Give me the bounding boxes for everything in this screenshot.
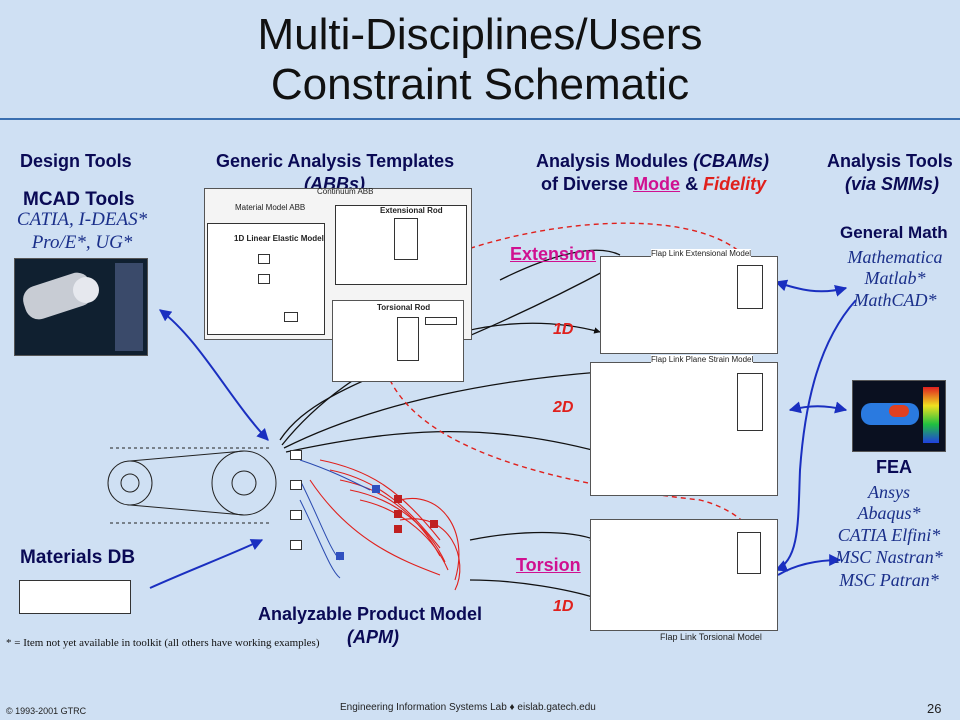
flap-plane-model: Flap Link Plane Strain Model xyxy=(590,355,778,496)
extension-label: Extension xyxy=(510,244,597,264)
generic-templates-header: Generic Analysis Templates xyxy=(216,151,455,171)
materials-apm-arrow xyxy=(149,539,264,589)
slide-title-line2: Constraint Schematic xyxy=(270,60,690,109)
torsion-label: Torsion xyxy=(516,555,581,575)
ext-math-arrow xyxy=(774,279,848,297)
flap-tors-model xyxy=(590,519,778,631)
via-smms-header: (via SMMs) xyxy=(845,174,940,194)
mcad-line1: CATIA, I-DEAS* xyxy=(16,209,148,230)
math-item-2: Matlab* xyxy=(864,268,926,288)
fea-heading: FEA xyxy=(876,457,912,477)
material-abb-label: Material Model ABB xyxy=(235,203,306,212)
math-item-1: Mathematica xyxy=(847,247,943,267)
mcad-heading: MCAD Tools xyxy=(23,189,135,210)
math-torsion-arrow xyxy=(774,299,857,572)
fidelity-1d-tors: 1D xyxy=(553,598,574,615)
flap-ext-model: Flap Link Extensional Model xyxy=(600,249,778,354)
cad-screenshot xyxy=(14,258,148,356)
torsional-rod-box: Torsional Rod xyxy=(332,300,464,382)
materials-db-box xyxy=(19,580,131,614)
title-divider xyxy=(0,118,960,120)
fea-item-2: Abaqus* xyxy=(857,503,921,523)
fea-item-3: CATIA Elfini* xyxy=(837,525,941,545)
fea-screenshot xyxy=(852,380,946,452)
footer-lab: Engineering Information Systems Lab ♦ ei… xyxy=(340,702,596,713)
apm-schematic xyxy=(290,440,470,590)
apm-heading: Analyzable Product Model xyxy=(258,604,483,624)
fea-torsion-arrow xyxy=(777,554,842,576)
flap-tors-label: Flap Link Torsional Model xyxy=(660,632,762,642)
fea-item-5: MSC Patran* xyxy=(839,570,939,590)
diverse-header: of Diverse Mode & Fidelity xyxy=(541,174,767,194)
continuum-abb-label: Continuum ABB xyxy=(317,187,374,196)
fea-item-1: Ansys xyxy=(868,482,910,502)
mcad-apm-arrow xyxy=(159,309,269,441)
math-item-3: MathCAD* xyxy=(853,290,937,310)
analysis-tools-header: Analysis Tools xyxy=(827,151,953,171)
apm-subheading: (APM) xyxy=(347,627,399,647)
footnote: * = Item not yet available in toolkit (a… xyxy=(6,637,320,649)
slide-title-line1: Multi-Disciplines/Users xyxy=(257,10,703,59)
plane-fea-arrow xyxy=(788,401,848,414)
analysis-modules-header: Analysis Modules (CBAMs) xyxy=(536,151,770,171)
fidelity-2d: 2D xyxy=(553,399,574,416)
design-tools-header: Design Tools xyxy=(20,151,132,171)
linear-elastic-box: 1D Linear Elastic Model xyxy=(207,223,325,335)
general-math-heading: General Math xyxy=(840,223,948,242)
page-number: 26 xyxy=(927,701,942,716)
fea-item-4: MSC Nastran* xyxy=(835,547,943,567)
copyright: © 1993-2001 GTRC xyxy=(6,706,87,716)
materials-db-heading: Materials DB xyxy=(20,547,136,568)
extensional-rod-box: Extensional Rod xyxy=(335,205,467,285)
mcad-line2: Pro/E*, UG* xyxy=(31,232,133,253)
fidelity-1d-ext: 1D xyxy=(553,321,574,338)
